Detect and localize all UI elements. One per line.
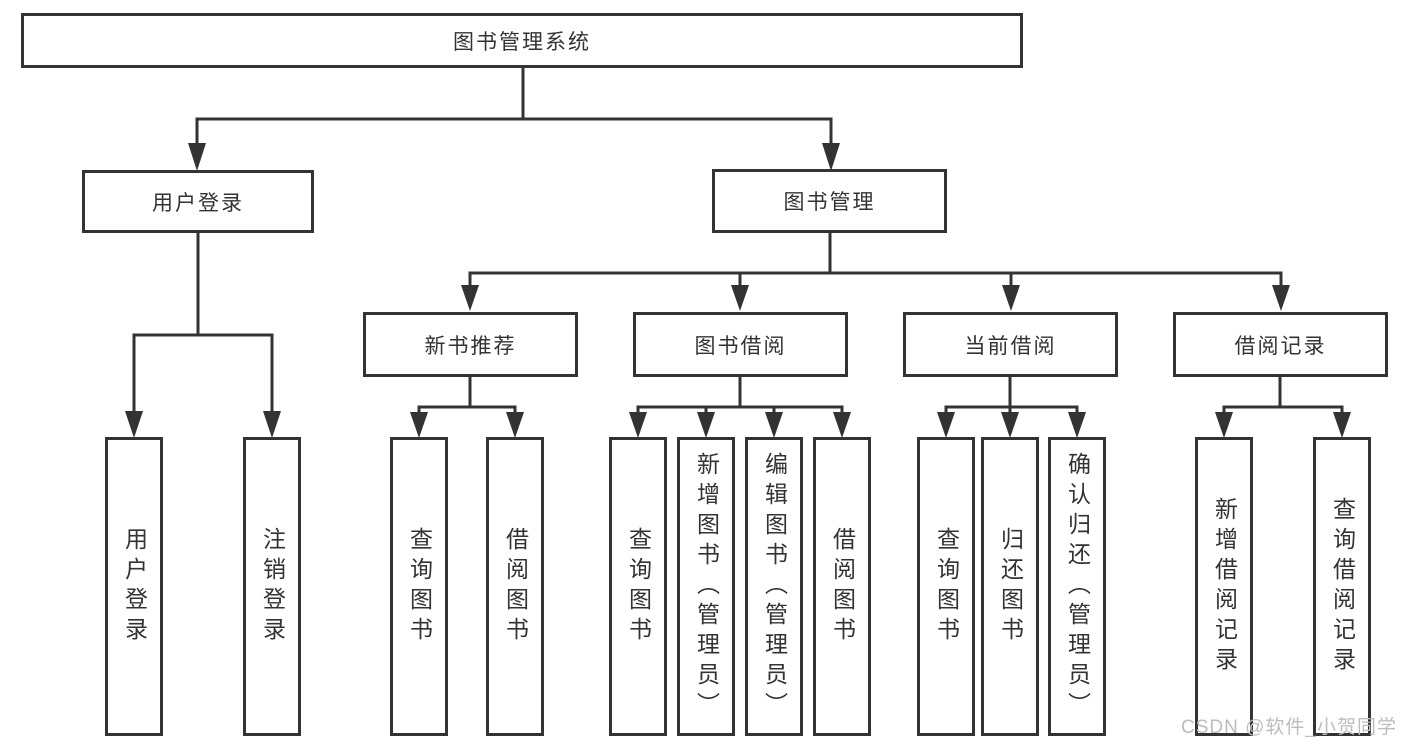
node-book-borrow: 图书借阅	[633, 312, 848, 377]
connector-current-to-leaves	[937, 377, 1086, 438]
node-book-management: 图书管理	[712, 169, 947, 233]
connector-newbooks-to-leaves	[410, 377, 524, 438]
leaf-user-login: 用户登录	[105, 437, 163, 736]
leaf-query-books-current: 查询图书	[917, 437, 975, 736]
leaf-borrow-books: 借阅图书	[813, 437, 871, 736]
leaf-query-books-borrow: 查询图书	[609, 437, 667, 736]
connector-userlogin-to-leaves	[125, 233, 281, 438]
leaf-return-books: 归还图书	[981, 437, 1039, 736]
leaf-confirm-return-admin: 确认归还（管理员）	[1048, 437, 1106, 736]
leaf-query-books-recommend: 查询图书	[390, 437, 448, 736]
leaf-edit-books-admin: 编辑图书（管理员）	[745, 437, 803, 736]
csdn-watermark: CSDN @软件_小贺同学	[1181, 717, 1397, 738]
connector-root-to-level2	[188, 68, 840, 171]
node-current-borrow: 当前借阅	[903, 312, 1118, 377]
connector-bookmgmt-to-level3	[461, 233, 1290, 311]
leaf-logout: 注销登录	[243, 437, 301, 736]
node-borrow-records: 借阅记录	[1173, 312, 1388, 377]
connector-records-to-leaves	[1215, 377, 1351, 438]
leaf-borrow-books-recommend: 借阅图书	[486, 437, 544, 736]
node-new-book-recommend: 新书推荐	[363, 312, 578, 377]
node-user-login: 用户登录	[82, 170, 314, 233]
connector-borrowing-to-leaves	[629, 377, 851, 438]
leaf-add-borrow-record: 新增借阅记录	[1195, 437, 1253, 736]
leaf-add-books-admin: 新增图书（管理员）	[677, 437, 735, 736]
leaf-query-borrow-record: 查询借阅记录	[1313, 437, 1371, 736]
node-root-system: 图书管理系统	[21, 13, 1023, 68]
